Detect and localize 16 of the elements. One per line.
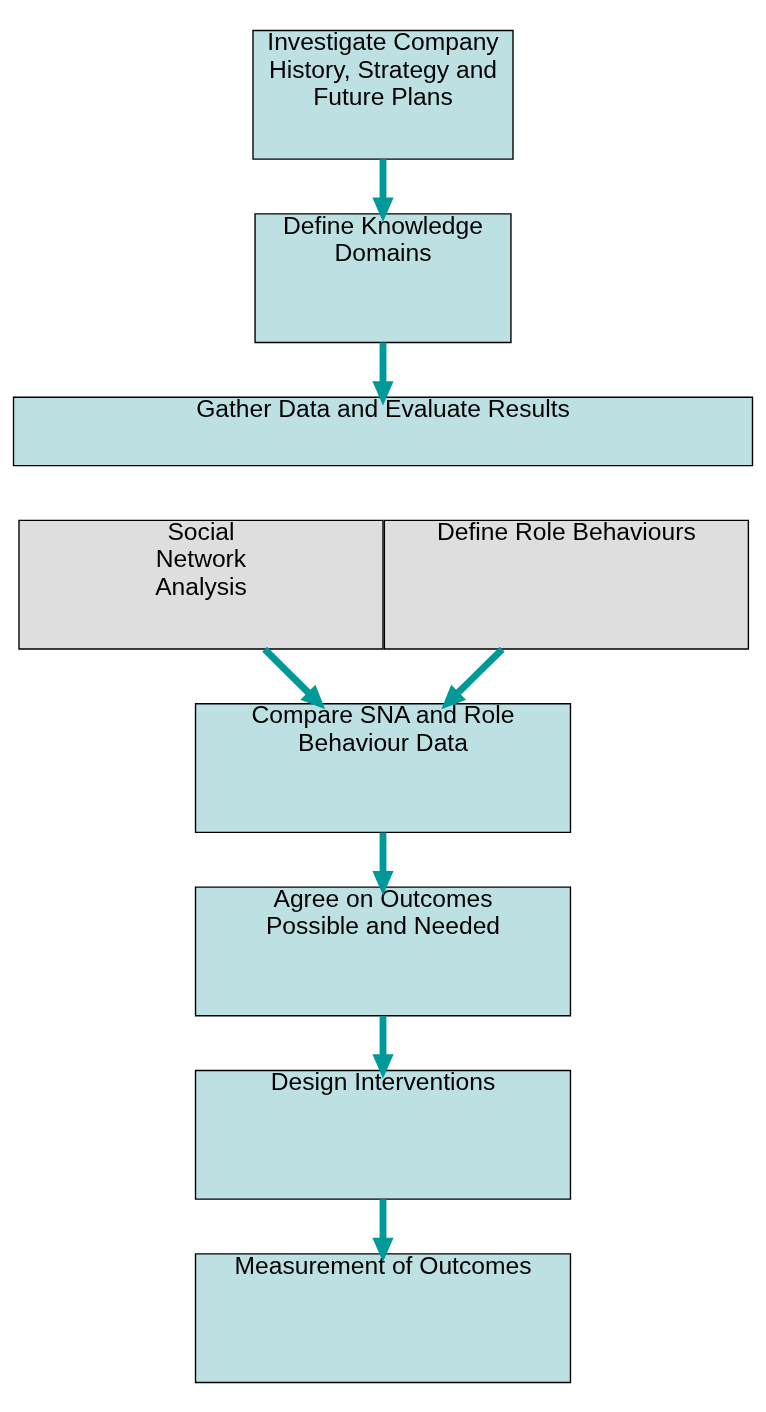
arrow — [372, 1015, 394, 1079]
node-box: Social Network Analysis — [18, 519, 384, 650]
arrow — [372, 158, 394, 222]
node-box: Agree on Outcomes Possible and Needed — [194, 885, 572, 1016]
arrow — [372, 1198, 394, 1262]
node-box: Investigate Company History, Strategy and Future Plans — [252, 29, 514, 160]
arrow — [441, 646, 505, 709]
node-box: Measurement of Outcomes — [194, 1252, 572, 1383]
arrow — [372, 342, 394, 405]
node-box: Gather Data and Evaluate Results — [12, 396, 754, 466]
node-box: Compare SNA and Role Behaviour Data — [194, 702, 572, 833]
node-box: Define Role Behaviours — [383, 519, 750, 650]
arrow — [372, 832, 394, 895]
node-box: Design Interventions — [194, 1069, 572, 1200]
node-box: Define Knowledge Domains — [254, 212, 512, 343]
arrow — [262, 646, 326, 709]
